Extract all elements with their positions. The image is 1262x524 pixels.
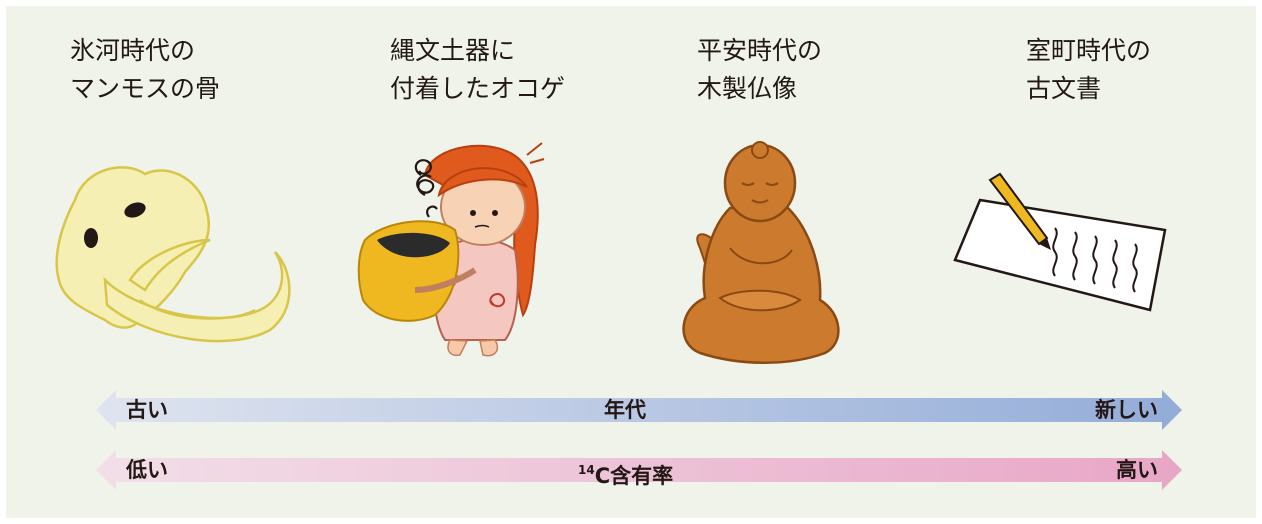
c14-center-label: 14C含有率 xyxy=(578,450,673,490)
buddha-statue-icon xyxy=(682,141,840,364)
jomon-child-pot-icon xyxy=(357,142,545,357)
age-right-label: 新しい xyxy=(1095,398,1158,422)
c14-superscript: 14 xyxy=(578,463,595,477)
c14-arrow-shape xyxy=(96,450,1182,490)
mammoth-skull-icon xyxy=(55,166,291,343)
label-line: 縄文土器に xyxy=(390,36,516,65)
label-line: 古文書 xyxy=(1026,74,1102,103)
label-line: 木製仏像 xyxy=(697,74,798,103)
item-label-document: 室町時代の 古文書 xyxy=(1026,32,1151,108)
c14-right-label: 高い xyxy=(1116,458,1158,482)
c14-arrow: 低い 14C含有率 高い xyxy=(96,450,1182,490)
age-arrow: 古い 年代 新しい xyxy=(96,390,1182,430)
document-pen-icon xyxy=(953,172,1167,312)
c14-left-label: 低い xyxy=(126,458,168,482)
age-left-label: 古い xyxy=(126,398,168,422)
label-line: 付着したオコゲ xyxy=(390,74,566,103)
label-line: マンモスの骨 xyxy=(70,74,221,103)
age-arrow-shape xyxy=(96,390,1182,430)
item-label-jomon: 縄文土器に 付着したオコゲ xyxy=(390,32,565,108)
c14-center-text: C含有率 xyxy=(594,464,674,488)
label-line: 室町時代の xyxy=(1026,36,1152,65)
age-center-label: 年代 xyxy=(604,398,646,422)
label-line: 平安時代の xyxy=(697,36,823,65)
item-label-mammoth: 氷河時代の マンモスの骨 xyxy=(70,32,220,108)
label-line: 氷河時代の xyxy=(70,36,196,65)
item-label-buddha: 平安時代の 木製仏像 xyxy=(697,32,822,108)
